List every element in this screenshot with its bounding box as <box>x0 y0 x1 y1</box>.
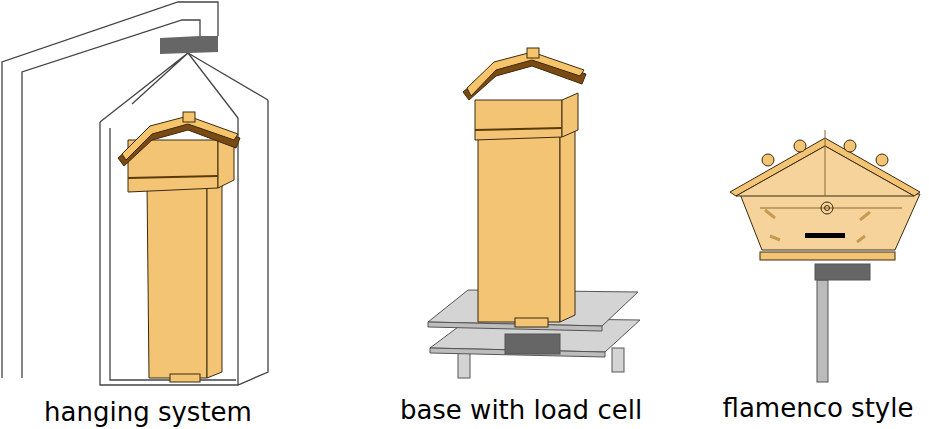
pole-mount <box>815 264 870 382</box>
caption-label: base with load cell <box>400 396 642 425</box>
hook <box>160 36 218 54</box>
hive <box>463 48 586 327</box>
flamenco-hive <box>730 130 920 260</box>
entrance-slot <box>805 233 845 238</box>
caption-label: flamenco style <box>723 394 914 423</box>
caption-label: hanging system <box>44 398 252 427</box>
hanging-frame <box>2 2 268 385</box>
hive <box>118 112 240 382</box>
